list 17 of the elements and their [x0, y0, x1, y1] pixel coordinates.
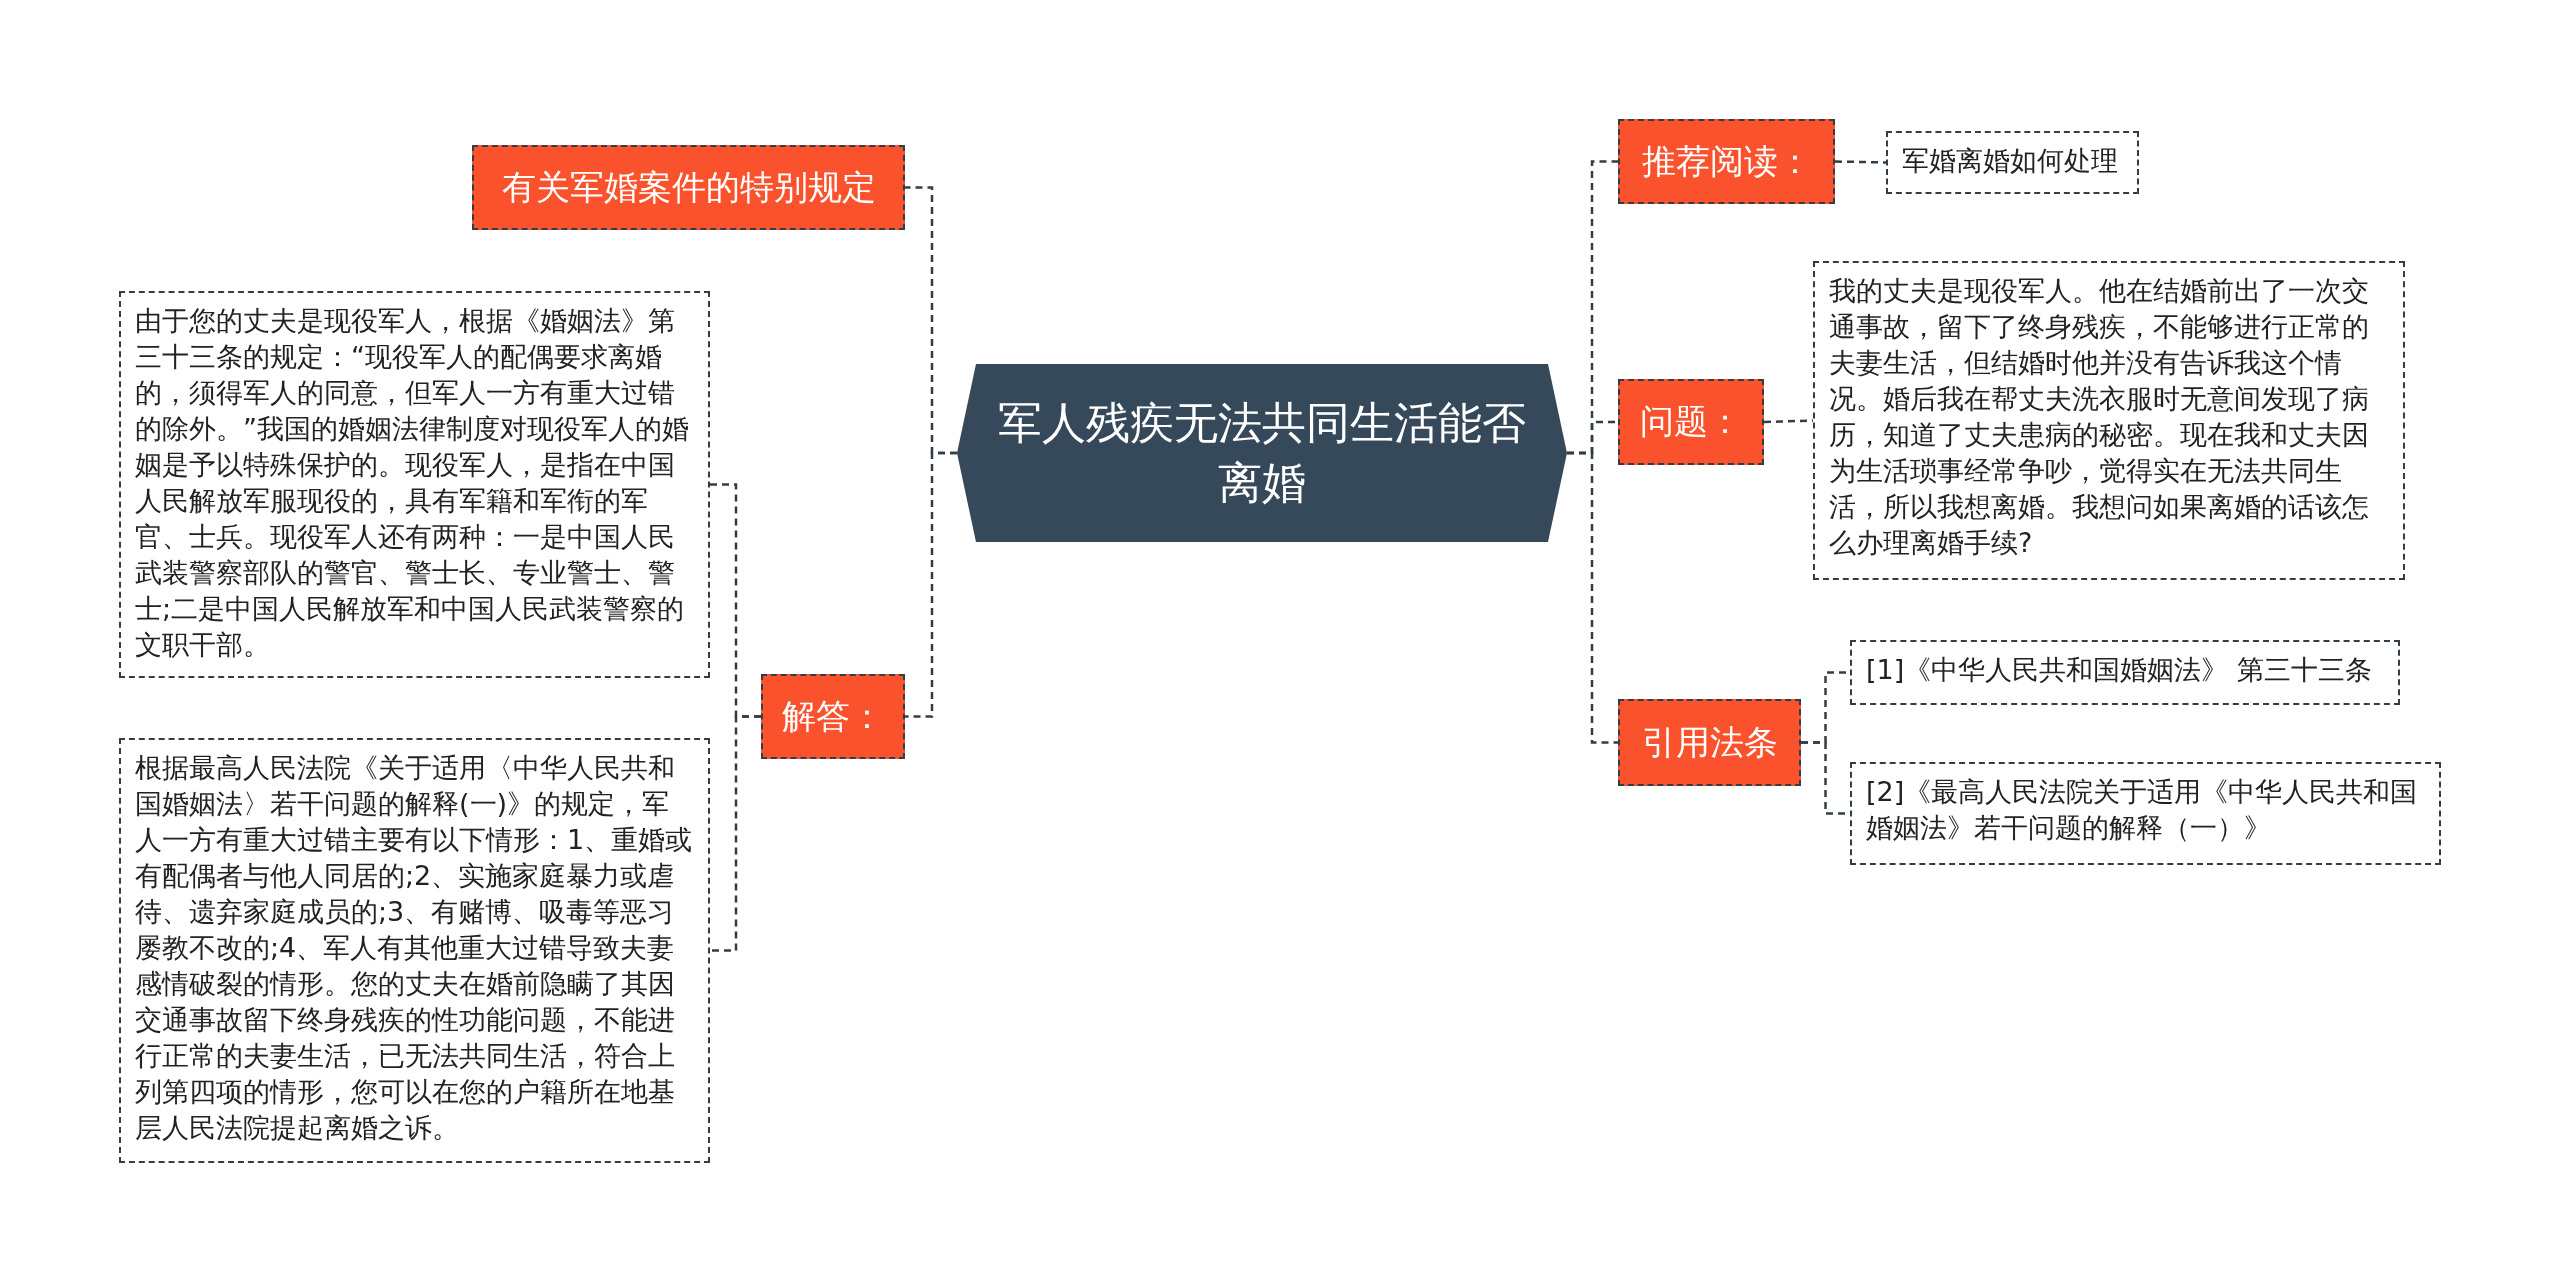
topic-box: 引用法条 [1618, 699, 1801, 786]
connector-line [1834, 160, 1887, 164]
central-topic: 军人残疾无法共同生活能否离婚 [957, 364, 1567, 542]
text-box: 由于您的丈夫是现役军人，根据《婚姻法》第三十三条的规定：“现役军人的配偶要求离婚的，须得军人的同意，但军人一方有重大过错的除外。”我国的婚姻法律制度对现役军人的婚姻是予以特殊保护的。现役军人，是指在中国人民解放军服现役的，具有军籍和军衔的军官、士兵。现役军人还有两种：一是中国人民武装警察部队的警官、警士长、专业警士、警士;二是中国人民解放军和中国人民武装警察的文职干部。 [119, 291, 710, 678]
text-box: 军婚离婚如何处理 [1886, 131, 2139, 194]
connector-line [1567, 451, 1618, 744]
topic-box: 问题： [1618, 379, 1764, 465]
connector-line [710, 715, 761, 952]
text-box: [1]《中华人民共和国婚姻法》 第三十三条 [1850, 640, 2400, 705]
connector-line [905, 451, 957, 718]
text-box: 根据最高人民法院《关于适用〈中华人民共和国婚姻法〉若干问题的解释(一)》的规定，军人一方有重大过错主要有以下情形：1、重婚或有配偶者与他人同居的;2、实施家庭暴力或虐待、遗弃家庭成员的;3、有赌博、吸毒等恶习屡教不改的;4、军人有其他重大过错导致夫妻感情破裂的情形。您的丈夫在婚前隐瞒了其因交通事故留下终身残疾的性功能问题，不能进行正常的夫妻生活，已无法共同生活，符合上列第四项的情形，您可以在您的户籍所在地基层人民法院提起离婚之诉。 [119, 738, 710, 1163]
text-box: 我的丈夫是现役军人。他在结婚前出了一次交通事故，留下了终身残疾，不能够进行正常的夫妻生活，但结婚时他并没有告诉我这个情况。婚后我在帮丈夫洗衣服时无意间发现了病历，知道了丈夫患病的秘密。现在我和丈夫因为生活琐事经常争吵，觉得实在无法共同生活，所以我想离婚。我想问如果离婚的话该怎么办理离婚手续? [1813, 261, 2405, 580]
topic-box: 推荐阅读： [1618, 119, 1835, 204]
text-box: [2]《最高人民法院关于适用《中华人民共和国婚姻法》若干问题的解释（一）》 [1850, 762, 2441, 865]
topic-box: 有关军婚案件的特别规定 [472, 145, 905, 230]
connector-line [1763, 419, 1814, 424]
topic-box: 解答： [761, 674, 905, 759]
